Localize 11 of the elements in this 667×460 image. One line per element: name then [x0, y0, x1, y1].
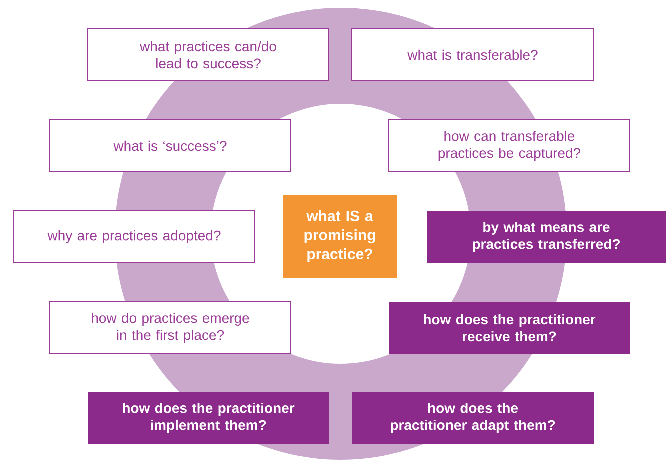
question-box: how does the practitioner receive them?	[389, 302, 630, 354]
question-box: what practices can/do lead to success?	[88, 28, 330, 82]
question-box: how do practices emerge in the first place?	[50, 301, 292, 354]
question-box: why are practices adopted?	[14, 210, 256, 264]
question-box: how can transferable practices be captured?	[388, 120, 630, 172]
question-box: what is transferable?	[352, 28, 594, 82]
central-question-box: what IS a promising practice?	[283, 195, 397, 278]
question-box: how does the practitioner adapt them?	[352, 392, 594, 444]
question-box: by what means are practices transferred?	[427, 211, 666, 263]
question-box: what is ‘success’?	[50, 120, 292, 172]
question-box: how does the practitioner implement them?	[88, 392, 329, 444]
